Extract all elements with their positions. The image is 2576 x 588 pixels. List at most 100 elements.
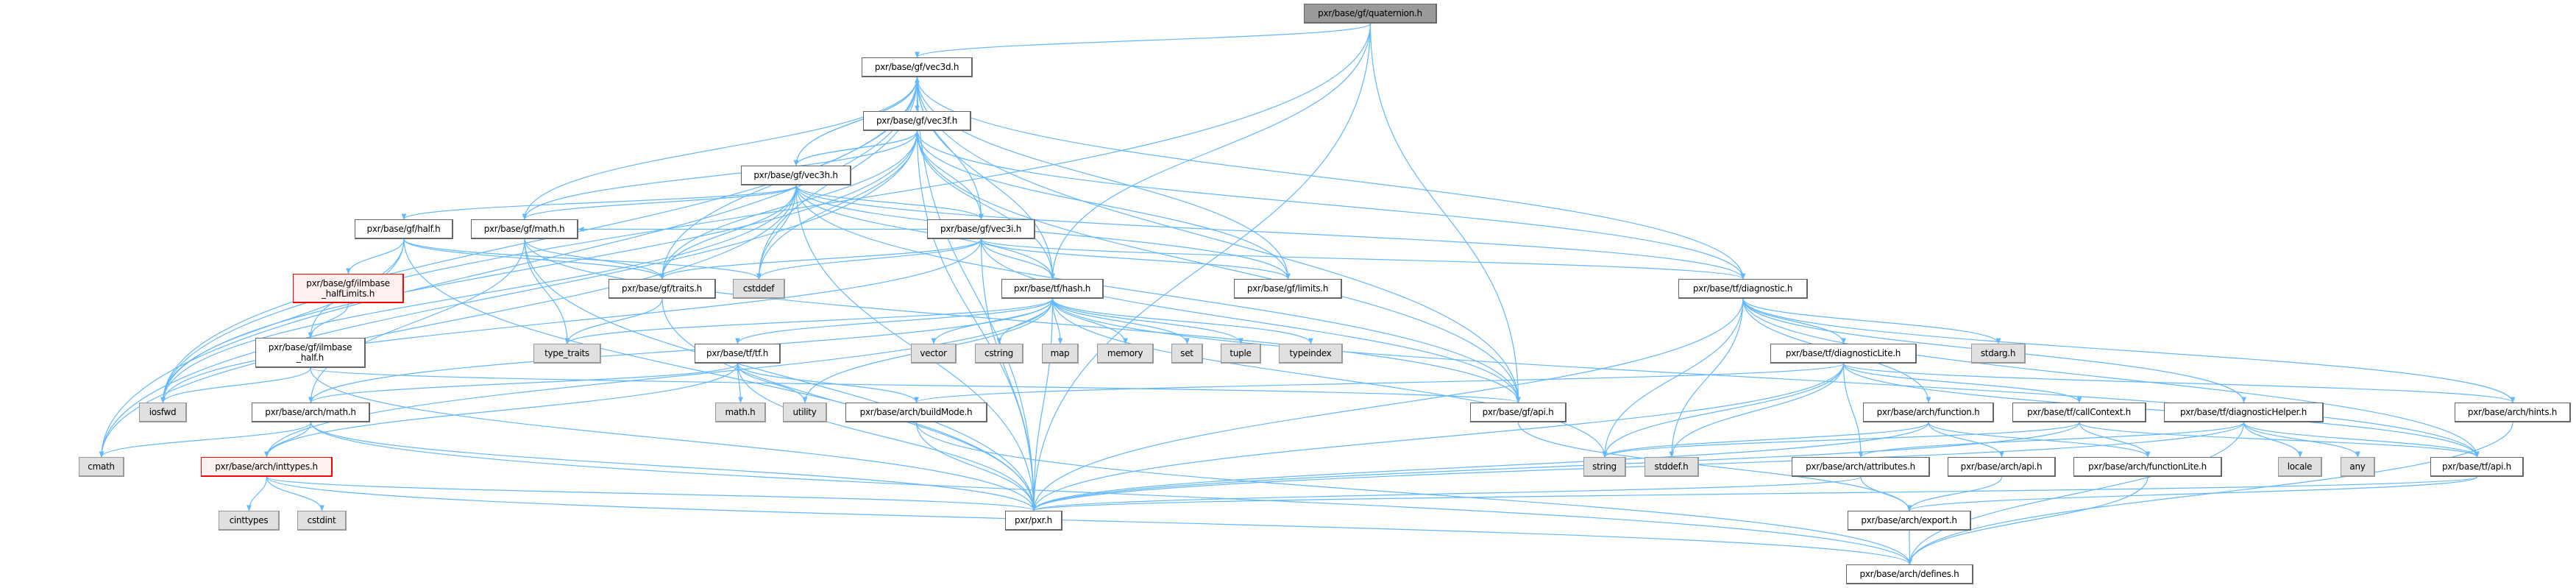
graph-node-hints[interactable]: pxr/base/arch/hints.h bbox=[2455, 403, 2571, 422]
graph-node-gfmath[interactable]: pxr/base/gf/math.h bbox=[471, 219, 578, 239]
edge-diagnostic-to-hints bbox=[1742, 298, 2516, 403]
graph-node-tf[interactable]: pxr/base/tf/tf.h bbox=[695, 344, 781, 364]
edge-archmath-to-inttypes bbox=[264, 422, 312, 458]
edge-half-to-cstddef bbox=[403, 238, 762, 280]
graph-node-cstddef: cstddef bbox=[733, 279, 785, 299]
edge-hash-to-tfapi bbox=[1051, 298, 2480, 458]
edge-diagHelper-to-locale bbox=[2243, 422, 2303, 458]
edge-hash-to-archmath bbox=[308, 298, 1054, 403]
graph-node-iosfwd: iosfwd bbox=[139, 403, 187, 422]
graph-node-diagHelper[interactable]: pxr/base/tf/diagnosticHelper.h bbox=[2164, 403, 2324, 422]
graph-node-archmath[interactable]: pxr/base/arch/math.h bbox=[252, 403, 370, 422]
graph-node-function[interactable]: pxr/base/arch/function.h bbox=[1863, 403, 1994, 422]
edge-inttypes-to-pxr bbox=[266, 476, 1037, 511]
graph-node-functionLite[interactable]: pxr/base/arch/functionLite.h bbox=[2073, 457, 2222, 477]
edge-tf-to-archmath bbox=[308, 363, 739, 403]
edge-diagnostic-to-stddef bbox=[1669, 298, 1744, 458]
edge-quaternion-to-vec3d bbox=[915, 23, 1372, 58]
edge-tf-to-utility bbox=[737, 363, 808, 403]
edge-hash-to-inttypes bbox=[264, 298, 1054, 458]
graph-node-cinttypes: cinttypes bbox=[219, 511, 280, 531]
graph-node-halfLimits[interactable]: pxr/base/gf/ilmbase _halfLimits.h bbox=[293, 274, 404, 303]
graph-node-vec3f[interactable]: pxr/base/gf/vec3f.h bbox=[863, 111, 971, 131]
edge-vec3i-to-traits bbox=[659, 238, 982, 280]
edge-diagLite-to-callContext bbox=[1842, 363, 2082, 403]
edge-hash-to-type_traits bbox=[564, 298, 1054, 344]
edge-gfmath-to-archmath bbox=[308, 238, 525, 403]
edge-quaternion-to-gfapi bbox=[1369, 23, 1521, 403]
edge-vec3h-to-diagnostic bbox=[795, 185, 1746, 280]
graph-node-vec3h[interactable]: pxr/base/gf/vec3h.h bbox=[741, 166, 851, 185]
edge-vec3f-to-traits bbox=[659, 130, 918, 280]
edge-diagLite-to-stddef bbox=[1669, 363, 1845, 458]
edge-vec3i-to-limits bbox=[980, 238, 1291, 280]
graph-node-mathh: math.h bbox=[715, 403, 766, 422]
edge-ilmhalf-to-pxr bbox=[310, 367, 1037, 511]
graph-node-defines[interactable]: pxr/base/arch/defines.h bbox=[1846, 564, 1973, 584]
edge-diagnostic-to-tfapi bbox=[1742, 298, 2480, 458]
graph-node-hash[interactable]: pxr/base/tf/hash.h bbox=[1001, 279, 1104, 299]
graph-node-archapi[interactable]: pxr/base/arch/api.h bbox=[1948, 457, 2056, 477]
edge-diagnostic-to-diagLite bbox=[1742, 298, 1846, 344]
edge-hash-to-pxr bbox=[1031, 298, 1054, 511]
edge-diagLite-to-hints bbox=[1842, 363, 2516, 403]
graph-node-diagLite[interactable]: pxr/base/tf/diagnosticLite.h bbox=[1770, 344, 1917, 364]
graph-node-attributes[interactable]: pxr/base/arch/attributes.h bbox=[1792, 457, 1930, 477]
edge-vec3h-to-traits bbox=[659, 185, 797, 280]
graph-node-traits[interactable]: pxr/base/gf/traits.h bbox=[608, 279, 716, 299]
graph-node-tfapi[interactable]: pxr/base/tf/api.h bbox=[2430, 457, 2524, 477]
edge-quaternion-to-iosfwd bbox=[160, 23, 1372, 403]
edge-gfapi-to-export bbox=[1517, 422, 1912, 511]
edge-tfapi-to-export bbox=[1906, 476, 2478, 511]
graph-node-diagnostic[interactable]: pxr/base/tf/diagnostic.h bbox=[1678, 279, 1808, 299]
edge-tf-to-buildMode bbox=[737, 363, 919, 403]
graph-node-export[interactable]: pxr/base/arch/export.h bbox=[1848, 511, 1971, 531]
graph-node-vec3d[interactable]: pxr/base/gf/vec3d.h bbox=[862, 57, 973, 77]
edge-tfapi-to-pxr bbox=[1032, 476, 2478, 511]
graph-node-limits[interactable]: pxr/base/gf/limits.h bbox=[1234, 279, 1342, 299]
edge-attributes-to-pxr bbox=[1032, 476, 1862, 511]
graph-node-inttypes[interactable]: pxr/base/arch/inttypes.h bbox=[201, 457, 333, 477]
edge-diagHelper-to-defines bbox=[1907, 422, 2245, 565]
edge-vec3f-to-gfapi bbox=[916, 130, 1521, 403]
graph-node-ilmhalf[interactable]: pxr/base/gf/ilmbase _half.h bbox=[255, 338, 366, 368]
edge-vec3d-to-cmath bbox=[99, 77, 918, 458]
graph-node-quaternion[interactable]: pxr/base/gf/quaternion.h bbox=[1304, 4, 1437, 24]
graph-node-pxr[interactable]: pxr/pxr.h bbox=[1005, 511, 1062, 531]
edge-diagLite-to-attributes bbox=[1842, 363, 1864, 458]
edge-diagHelper-to-tfapi bbox=[2243, 422, 2480, 458]
edge-half-to-traits bbox=[403, 238, 665, 280]
edge-hash-to-memory bbox=[1051, 298, 1128, 344]
graph-node-buildMode[interactable]: pxr/base/arch/buildMode.h bbox=[845, 403, 987, 422]
edge-archmath-to-pxr bbox=[310, 422, 1037, 511]
edge-ilmhalf-to-gfapi bbox=[310, 367, 1521, 403]
graph-node-type_traits: type_traits bbox=[533, 344, 601, 364]
edge-vec3f-to-limits bbox=[916, 130, 1291, 280]
edge-vec3d-to-gfapi bbox=[916, 77, 1521, 403]
edge-hash-to-typeindex bbox=[1051, 298, 1313, 344]
edge-vec3h-to-gfmath bbox=[522, 185, 797, 220]
graph-node-callContext[interactable]: pxr/base/tf/callContext.h bbox=[2012, 403, 2146, 422]
edge-diagnostic-to-string bbox=[1602, 298, 1744, 458]
graph-node-set: set bbox=[1171, 344, 1203, 364]
edge-inttypes-to-defines bbox=[266, 476, 1912, 565]
graph-node-vec3i[interactable]: pxr/base/gf/vec3i.h bbox=[927, 219, 1035, 239]
edge-callContext-to-tfapi bbox=[2079, 422, 2480, 458]
edge-vec3h-to-cstddef bbox=[756, 185, 797, 280]
edge-halfLimits-to-ilmhalf bbox=[308, 302, 350, 339]
edge-vec3i-to-pxr bbox=[980, 238, 1037, 511]
edge-gfmath-to-pxr bbox=[524, 238, 1037, 511]
edge-vec3d-to-pxr bbox=[916, 77, 1037, 511]
graph-node-half[interactable]: pxr/base/gf/half.h bbox=[355, 219, 453, 239]
edge-vec3d-to-iosfwd bbox=[160, 77, 918, 403]
edge-vec3h-to-vec3d bbox=[795, 77, 920, 166]
graph-node-gfapi[interactable]: pxr/base/gf/api.h bbox=[1470, 403, 1566, 422]
edge-vec3i-to-gfapi bbox=[980, 238, 1521, 403]
edge-vec3d-to-diagnostic bbox=[916, 77, 1746, 280]
edge-functionLite-to-defines bbox=[1907, 476, 2149, 565]
graph-node-cmath: cmath bbox=[79, 457, 124, 477]
edge-vec3i-to-cstddef bbox=[756, 238, 982, 280]
edge-vec3f-to-cmath bbox=[99, 130, 918, 458]
edge-half-to-halfLimits bbox=[346, 238, 405, 274]
